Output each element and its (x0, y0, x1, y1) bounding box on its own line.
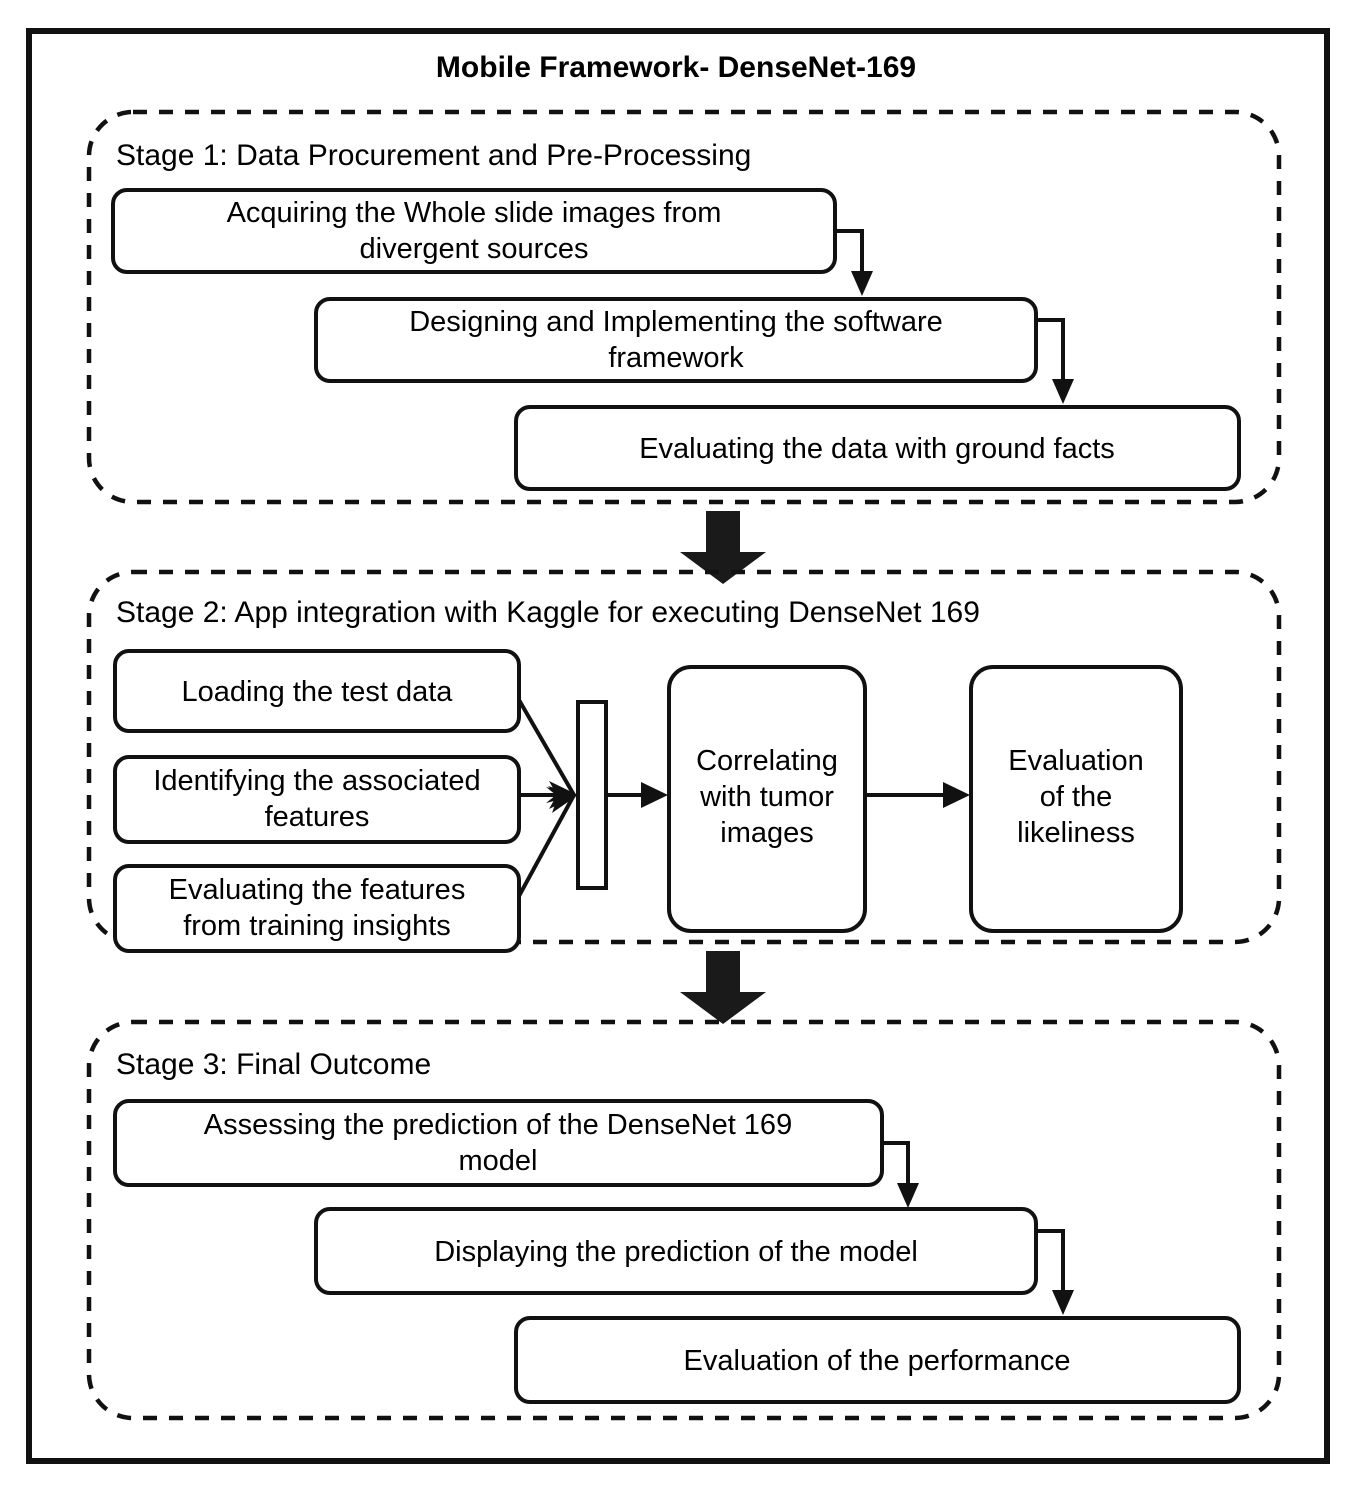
node-box[interactable] (667, 665, 867, 933)
merge-node[interactable] (576, 700, 608, 890)
node-label-line-2: with tumor (699, 781, 834, 813)
block-arrow-down-icon (680, 511, 766, 584)
node-box[interactable] (514, 1316, 1241, 1404)
stage-2-label: Stage 2: App integration with Kaggle for… (116, 596, 980, 629)
node-label-line-2: features (265, 801, 370, 833)
node-label-line-1: Identifying the associated (153, 765, 480, 797)
stage-3-group: Stage 3: Final Outcome Assessing the pre… (86, 1019, 1282, 1421)
node-label-line-1: Evaluation (1008, 745, 1143, 777)
node-box[interactable] (314, 297, 1038, 383)
connector-path (1036, 318, 1065, 386)
connector-path-bottom (517, 794, 576, 897)
node-label-line-2: model (459, 1145, 538, 1177)
arrowhead-right-icon (641, 782, 668, 808)
connector-s3n1-to-s3n2 (882, 1141, 919, 1208)
node-label-line-2: framework (608, 342, 744, 374)
connector-path-top (517, 698, 576, 797)
node-label-line-2: of the (1040, 781, 1113, 813)
stage-2-node-evaluating-training-features[interactable]: Evaluating the features from training in… (113, 864, 521, 953)
node-box[interactable] (514, 405, 1241, 491)
arrowhead-down-icon (851, 271, 873, 296)
connector-path (835, 229, 864, 278)
arrowhead-down-icon (897, 1183, 919, 1208)
node-box[interactable] (113, 755, 521, 844)
stage-3-node-evaluation-performance[interactable]: Evaluation of the performance (514, 1316, 1241, 1404)
node-label-line-1: Designing and Implementing the software (409, 306, 943, 338)
connector-correlating-to-evaluation (865, 782, 970, 808)
node-box[interactable] (113, 864, 521, 953)
node-label-line-2: from training insights (183, 910, 451, 942)
block-arrow-down-icon (680, 951, 766, 1024)
stage-2-node-evaluation-likeliness[interactable]: Evaluation of the likeliness (969, 665, 1183, 933)
arrow-stage2-to-stage3 (680, 951, 766, 1024)
node-box[interactable] (314, 1207, 1038, 1295)
node-label-line-1: Evaluating the data with ground facts (639, 433, 1115, 465)
stage-3-label: Stage 3: Final Outcome (116, 1048, 431, 1081)
connector-path (1036, 1229, 1065, 1297)
connector-path (882, 1141, 910, 1190)
node-box[interactable] (969, 665, 1183, 933)
connector-s2-converge-to-merge (517, 698, 578, 897)
node-label-line-1: Evaluating the features (169, 874, 466, 906)
stage-1-label: Stage 1: Data Procurement and Pre-Proces… (116, 139, 751, 172)
page-title: Mobile Framework- DenseNet-169 (436, 51, 916, 84)
stage-3-border (86, 1019, 1282, 1421)
connector-s1n2-to-s1n3 (1036, 318, 1074, 404)
connector-s3n2-to-s3n3 (1036, 1229, 1074, 1315)
node-label-line-1: Acquiring the Whole slide images from (227, 197, 722, 229)
arrowhead-down-icon (1052, 379, 1074, 404)
stage-2-border (86, 569, 1282, 945)
node-label-line-1: Loading the test data (182, 676, 454, 708)
node-label-line-3: images (720, 817, 814, 849)
node-label-line-3: likeliness (1017, 817, 1135, 849)
node-label-line-1: Displaying the prediction of the model (434, 1236, 918, 1268)
stage-1-node-designing[interactable]: Designing and Implementing the software … (314, 297, 1038, 383)
stage-2-node-loading-test-data[interactable]: Loading the test data (113, 649, 521, 733)
node-label-line-1: Correlating (696, 745, 838, 777)
node-label-line-1: Assessing the prediction of the DenseNet… (204, 1109, 792, 1141)
stage-1-node-acquiring[interactable]: Acquiring the Whole slide images from di… (111, 188, 837, 274)
stage-2-merge-bar[interactable] (576, 700, 608, 890)
arrowhead-right-icon-bottom (548, 786, 578, 813)
stage-2-node-identifying-features[interactable]: Identifying the associated features (113, 755, 521, 844)
stage-3-node-assessing-prediction[interactable]: Assessing the prediction of the DenseNet… (113, 1099, 884, 1187)
connector-merge-to-correlating (606, 782, 668, 808)
arrowhead-right-icon (943, 782, 970, 808)
stage-1-border (86, 109, 1282, 505)
node-label-line-2: divergent sources (360, 233, 589, 265)
stage-2-node-correlating-tumor-images[interactable]: Correlating with tumor images (667, 665, 867, 933)
stage-2-group: Stage 2: App integration with Kaggle for… (86, 569, 1282, 953)
stage-1-node-evaluating-ground-facts[interactable]: Evaluating the data with ground facts (514, 405, 1241, 491)
arrowhead-down-icon (1052, 1290, 1074, 1315)
stage-3-node-displaying-prediction[interactable]: Displaying the prediction of the model (314, 1207, 1038, 1295)
stage-1-group: Stage 1: Data Procurement and Pre-Proces… (86, 109, 1282, 505)
connector-s1n1-to-s1n2 (835, 229, 873, 296)
node-box[interactable] (113, 649, 521, 733)
node-label-line-1: Evaluation of the performance (684, 1345, 1071, 1377)
arrow-stage1-to-stage2 (680, 511, 766, 584)
